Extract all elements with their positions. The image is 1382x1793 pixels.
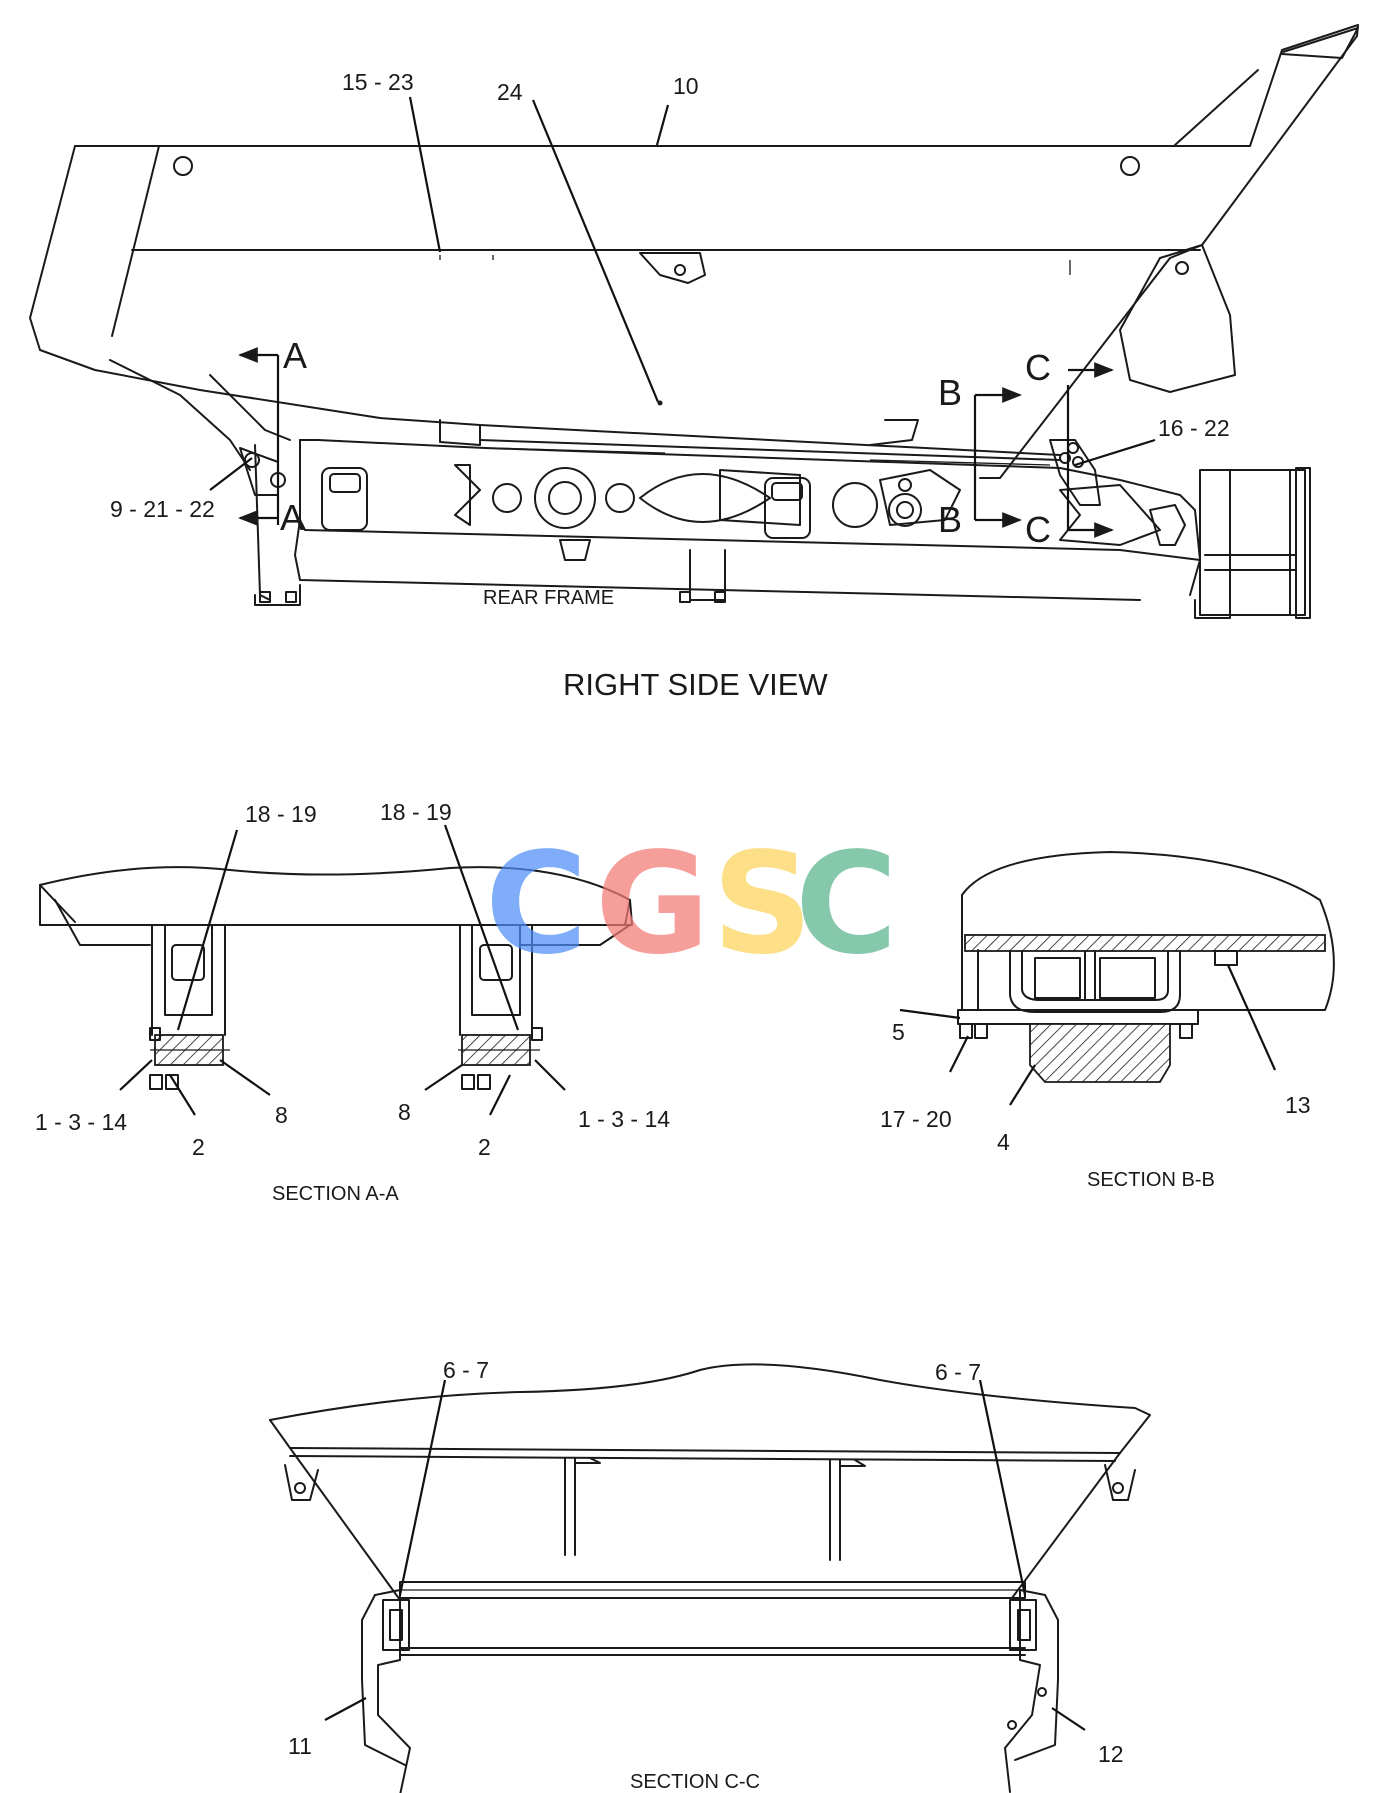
section-bb-view: [899, 851, 1335, 1106]
callout-17-20: 17 - 20: [880, 1106, 952, 1132]
watermark-letter-4: C: [795, 823, 898, 986]
dump-body: [29, 24, 1359, 506]
callout-16-22: 16 - 22: [1158, 415, 1230, 441]
watermark-letter-2: G: [595, 823, 710, 986]
callout-4: 4: [997, 1129, 1010, 1155]
callout-24: 24: [497, 79, 523, 105]
right-side-view-title: RIGHT SIDE VIEW: [563, 667, 828, 702]
section-mark-c-bottom: C: [1025, 509, 1051, 550]
section-cut-b: [973, 387, 1022, 528]
callout-18-19-left: 18 - 19: [245, 801, 317, 827]
rear-frame-label: REAR FRAME: [483, 587, 614, 609]
section-cut-c: [1066, 362, 1114, 538]
rear-frame: [254, 439, 1311, 619]
section-cc-title: SECTION C-C: [630, 1771, 760, 1793]
section-bb-title: SECTION B-B: [1087, 1169, 1215, 1191]
callout-5: 5: [892, 1019, 905, 1045]
section-cc-view: [269, 1363, 1151, 1793]
section-mark-b-top: B: [938, 372, 962, 413]
section-mark-a-top: A: [283, 335, 307, 376]
callout-6-7-left: 6 - 7: [443, 1357, 489, 1383]
section-mark-a-bottom: A: [280, 497, 304, 538]
section-mark-c-top: C: [1025, 347, 1051, 388]
callout-11: 11: [288, 1733, 312, 1759]
callout-9-21-22: 9 - 21 - 22: [110, 496, 215, 522]
callout-2-left: 2: [192, 1134, 205, 1160]
cgsc-watermark-logo: C G S C: [485, 823, 898, 986]
section-aa-title: SECTION A-A: [272, 1183, 399, 1205]
section-mark-b-bottom: B: [938, 499, 962, 540]
section-aa-view: [39, 824, 633, 1116]
right-side-view: [29, 24, 1359, 619]
section-cut-a: [238, 347, 280, 526]
labels: 15 - 23 24 10 16 - 22 9 - 21 - 22 A A B …: [35, 69, 1311, 1793]
watermark-letter-3: S: [712, 823, 813, 986]
callout-10: 10: [673, 73, 699, 99]
callout-8-left: 8: [275, 1102, 288, 1128]
callout-18-19-right: 18 - 19: [380, 799, 452, 825]
callout-12: 12: [1098, 1741, 1124, 1767]
callout-6-7-right: 6 - 7: [935, 1359, 981, 1385]
callout-15-23: 15 - 23: [342, 69, 414, 95]
callout-8-right: 8: [398, 1099, 411, 1125]
watermark-letter-1: C: [485, 823, 588, 986]
callout-1-3-14-right: 1 - 3 - 14: [578, 1106, 670, 1132]
callout-1-3-14-left: 1 - 3 - 14: [35, 1109, 127, 1135]
callout-13: 13: [1285, 1092, 1311, 1118]
callout-2-right: 2: [478, 1134, 491, 1160]
